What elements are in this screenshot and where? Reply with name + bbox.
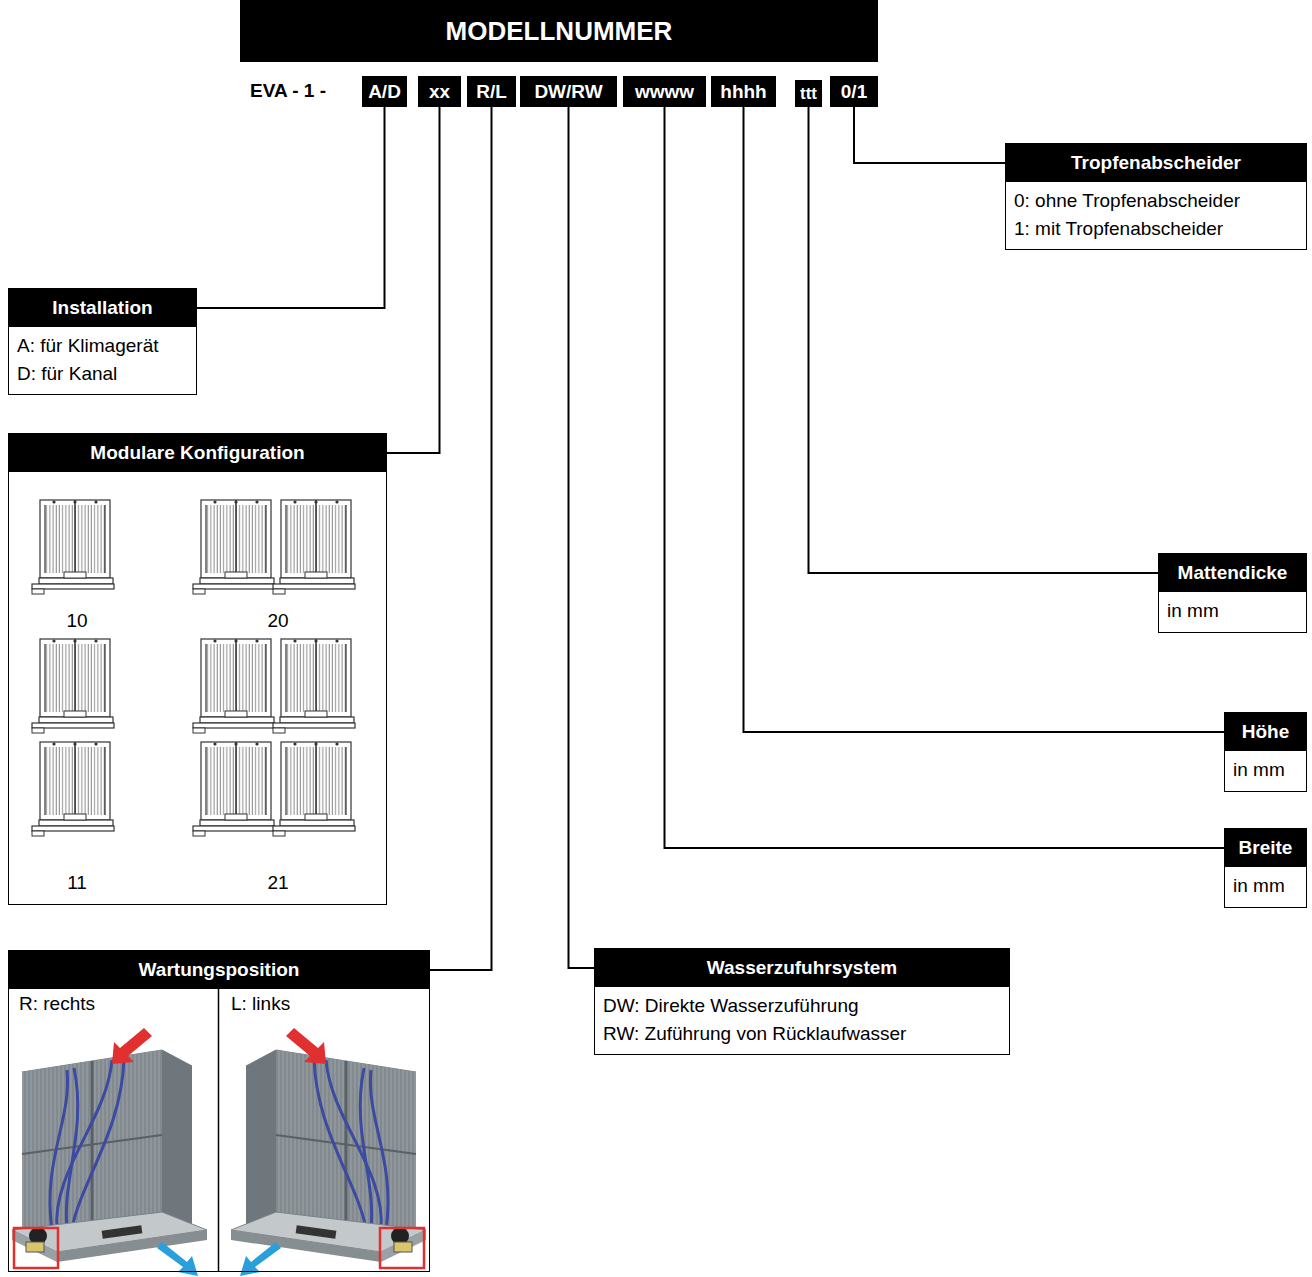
- code-segment: wwww: [623, 76, 706, 107]
- code-text: hhhh: [720, 81, 766, 103]
- option-text: A: für Klimagerät: [17, 332, 188, 360]
- illustration-part: [193, 639, 275, 733]
- code-text: DW/RW: [534, 81, 602, 103]
- leader-line: [854, 107, 1005, 163]
- option-text: in mm: [1233, 872, 1298, 900]
- code-segment: 0/1: [830, 76, 878, 107]
- illustration-part: [273, 639, 355, 733]
- column-divider: [218, 988, 220, 1272]
- configuration-number: 11: [67, 872, 87, 895]
- callout-heading: Wasserzufuhrsystem: [595, 949, 1009, 987]
- option-text: 0: ohne Tropfenabscheider: [1014, 187, 1298, 215]
- illustration-part: [193, 742, 275, 836]
- callout-body: in mm: [1225, 751, 1306, 791]
- callout-heading: Modulare Konfiguration: [9, 434, 386, 472]
- callout-heading: Breite: [1225, 829, 1306, 867]
- option-text: D: für Kanal: [17, 360, 188, 388]
- code-text: ttt: [800, 84, 817, 104]
- configuration-number: 21: [267, 872, 288, 895]
- option-text: 1: mit Tropfenabscheider: [1014, 215, 1298, 243]
- title-bar: MODELLNUMMER: [240, 0, 878, 62]
- option-text: in mm: [1167, 597, 1298, 625]
- callout-body: in mm: [1159, 592, 1306, 632]
- callout-body: 0: ohne Tropfenabscheider1: mit Tropfena…: [1006, 182, 1306, 249]
- unit-photo-right: [12, 1028, 207, 1276]
- illustration-part: [273, 500, 355, 594]
- callout-box: Höhe in mm: [1224, 712, 1307, 792]
- leader-line: [387, 107, 440, 453]
- callout-box: Mattendicke in mm: [1158, 553, 1307, 633]
- callout-heading: Installation: [9, 289, 196, 327]
- title: MODELLNUMMER: [446, 16, 673, 47]
- configuration-number: 10: [66, 610, 87, 633]
- leader-line: [430, 107, 492, 970]
- code-segment: xx: [418, 76, 461, 107]
- callout-box: Wartungsposition R: rechts L: links: [8, 950, 430, 1272]
- callout-heading: Höhe: [1225, 713, 1306, 751]
- callout-heading: Mattendicke: [1159, 554, 1306, 592]
- callout-box: Breite in mm: [1224, 828, 1307, 908]
- callout-body: DW: Direkte WasserzuführungRW: Zuführung…: [595, 987, 1009, 1054]
- callout-body: A: für KlimagerätD: für Kanal: [9, 327, 196, 394]
- illustration-part: [32, 500, 114, 594]
- option-text: RW: Zuführung von Rücklaufwasser: [603, 1020, 1001, 1048]
- code-text: 0/1: [841, 81, 867, 103]
- code-text: R/L: [476, 81, 507, 103]
- code-segment: DW/RW: [520, 76, 617, 107]
- leader-line: [197, 107, 385, 308]
- code-segment: A/D: [362, 76, 407, 107]
- callout-body: in mm: [1225, 867, 1306, 907]
- callout-box: InstallationA: für KlimagerätD: für Kana…: [8, 288, 197, 395]
- option-text: in mm: [1233, 756, 1298, 784]
- callout-box: Modulare Konfiguration 10 20 11 21: [8, 433, 387, 905]
- illustration-part: [32, 639, 114, 733]
- leader-line: [569, 107, 595, 968]
- module-configurations: [32, 500, 355, 836]
- code-text: xx: [429, 81, 450, 103]
- position-label: L: links: [231, 993, 290, 1016]
- callout-heading: Wartungsposition: [9, 951, 429, 989]
- callout-box: WasserzufuhrsystemDW: Direkte Wasserzufü…: [594, 948, 1010, 1055]
- option-text: DW: Direkte Wasserzuführung: [603, 992, 1001, 1020]
- configuration-number: 20: [267, 610, 288, 633]
- code-text: A/D: [368, 81, 401, 103]
- unit-photo-left: [231, 1028, 426, 1276]
- code-segment: hhhh: [711, 76, 776, 107]
- callout-heading: Tropfenabscheider: [1006, 144, 1306, 182]
- code-segment: R/L: [467, 76, 516, 107]
- model-prefix: EVA - 1 -: [250, 80, 326, 102]
- code-text: wwww: [635, 81, 694, 103]
- code-segment: ttt: [795, 80, 822, 107]
- callout-box: Tropfenabscheider0: ohne Tropfenabscheid…: [1005, 143, 1307, 250]
- illustration-part: [273, 742, 355, 836]
- illustration-part: [193, 500, 275, 594]
- position-label: R: rechts: [19, 993, 95, 1016]
- illustration-part: [32, 742, 114, 836]
